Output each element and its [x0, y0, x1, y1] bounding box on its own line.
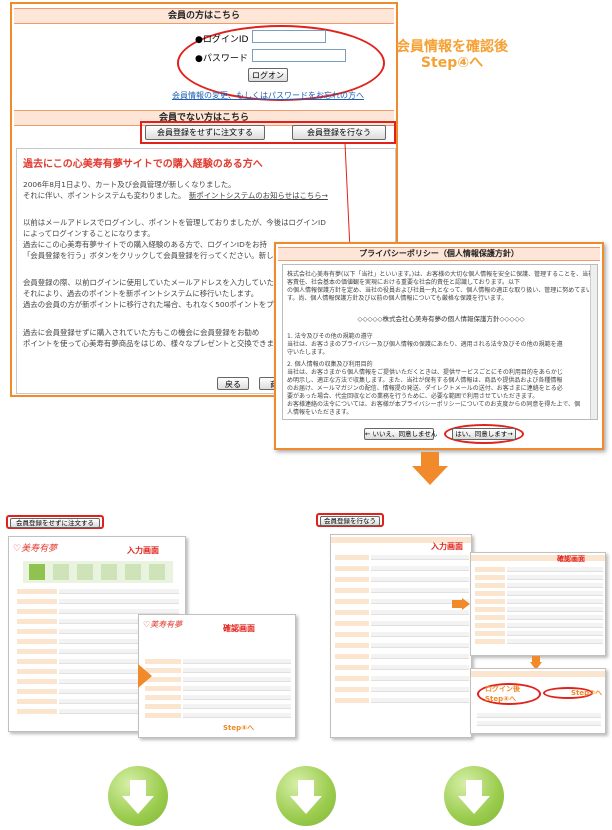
input-screen-label: 入力画面 — [127, 546, 159, 555]
policy-heading: ◇◇◇◇◇株式会社心美寿有夢の個人情報保護方針◇◇◇◇◇ — [357, 315, 525, 323]
bottom-left-confirm-screenshot: ♡美寿有夢 確認画面 Step④へ — [138, 614, 296, 738]
privacy-policy-popup: プライバシーポリシー（個人情報保護方針） 株式会社心美寿有夢(以下「当社」といい… — [274, 242, 604, 450]
notice-line: 過去の会員の方が新ポイントに移行された場合、もれなく500ポイントをプレ — [23, 300, 282, 309]
notice-line: 会員登録の際、以前ログインに使用していたメールアドレスを入力していた — [23, 278, 274, 287]
notice-line: 過去にこの心美寿有夢サイトでの購入経験のある方で、ログインIDをお持 — [23, 240, 267, 249]
login-button[interactable]: ログオン — [248, 68, 288, 82]
privacy-line: め明示し、適正な方法で収集します。また、当社が保有する個人情報は、商品や提供品お… — [287, 377, 563, 384]
privacy-title: プライバシーポリシー（個人情報保護方針） — [278, 247, 600, 261]
member-info-change-link[interactable]: 会員情報の変更、もしくはパスワードをお忘れの方へ — [172, 91, 364, 100]
privacy-line: 2. 個人情報の収集及び利用目的 — [287, 361, 373, 368]
notice-line: 「会員登録を行う」ボタンをクリックして会員登録を行ってください。新しいロ — [23, 251, 289, 260]
privacy-line: 要があった場合、代金回収などの業務を行うために、必要な範囲で利用させていただきま… — [287, 393, 539, 400]
confirm-form-rows — [145, 659, 291, 729]
notice-line: ポイントを使って心美寿有夢商品をはじめ、様々なプレゼントと交換できま — [23, 339, 274, 348]
notice-line: 以前はメールアドレスでログインし、ポイントを管理しておりましたが、今後はログイン… — [23, 218, 326, 227]
login-callout-line2: Step④へ — [420, 55, 484, 71]
notice-line: それにより、過去のポイントを新ポイントシステムに移行いたします。 — [23, 289, 259, 298]
agree-button[interactable]: はい、同意します→ — [452, 428, 516, 440]
notice-line: によってログインすることになります。 — [23, 229, 155, 238]
notice-line: 過去に会員登録せずに購入されていた方もこの機会に会員登録をお勧め — [23, 328, 260, 337]
next-step-arrow-icon — [276, 766, 336, 826]
privacy-line: 当社は、お客さまのプライバシー及び個人情報の保護にあたり、適用される法令及びその… — [287, 341, 563, 348]
bottom-right-complete-screenshot: ログイン後 Step④へ Step②へ — [470, 668, 606, 734]
notice-title: 過去にこの心美寿有夢サイトでの購入経験のある方へ — [23, 159, 263, 170]
bottom-right-register-button[interactable]: 会員登録を行なう — [320, 516, 380, 526]
step2-label: Step②へ — [571, 689, 603, 697]
login-highlight-ellipse — [177, 25, 385, 101]
password-input[interactable] — [252, 49, 346, 62]
login-id-input[interactable] — [252, 30, 326, 43]
step2-highlight — [543, 687, 593, 699]
register-input-screen-label: 入力画面 — [431, 542, 463, 551]
guest-buttons-highlight — [140, 121, 396, 144]
privacy-scrollbar[interactable] — [590, 265, 597, 419]
login-highlight-ellipse — [477, 683, 541, 705]
down-arrow-icon — [530, 656, 542, 670]
privacy-line: 当社は、お客さまから個人情報をご提供いただくときは、提供サービスごとにその利用目… — [287, 369, 563, 376]
privacy-line: お客様連絡の法令については、お客様が本プライバシーポリシーについてのお支度からの… — [287, 401, 581, 408]
login-callout-line1: 会員情報を確認後 — [396, 39, 508, 55]
down-arrow-icon — [412, 452, 448, 485]
register-confirm-screen-label: 確認画面 — [557, 555, 585, 563]
login-id-label: ●ログインID — [195, 35, 249, 45]
input-form-rows — [17, 589, 181, 729]
privacy-text-area[interactable]: 株式会社心美寿有夢(以下「当社」といいます。)は、お客様の大切な個人情報を安全に… — [282, 264, 598, 420]
login-callout: 会員情報を確認後 Step④へ — [377, 39, 527, 71]
shop-logo-icon: ♡美寿有夢 — [13, 544, 58, 554]
privacy-line: 株式会社心美寿有夢(以下「当社」といいます。)は、お客様の大切な個人情報を安全に… — [287, 271, 598, 278]
login-page-screenshot: 会員の方はこちら ●ログインID ●パスワード ログオン 会員情報を確認後 St… — [10, 2, 508, 397]
disagree-button[interactable]: ← いいえ、同意しません — [364, 428, 438, 440]
bottom-left-order-button[interactable]: 会員登録をせずに注文する — [10, 518, 100, 528]
next-step-arrow-icon — [444, 766, 504, 826]
confirm-screen-label: 確認画面 — [223, 624, 255, 633]
order-without-register-button[interactable]: 会員登録をせずに注文する — [145, 125, 265, 140]
bottom-left-tag: 会員登録をせずに注文する — [6, 515, 104, 529]
notice-line: それに伴い、ポイントシステムも変わりました。 — [23, 191, 186, 200]
privacy-line: のお届け、メールマガジンの配信、情報提の発送、ダイレクトメールの送付、お客さまに… — [287, 385, 563, 392]
register-confirm-rows — [475, 567, 603, 653]
privacy-line: 人情報をいただきます。 — [287, 409, 353, 416]
notice-line: 2006年8月1日より、カート及び会員管理が新しくなりました。 — [23, 180, 236, 189]
password-label: ●パスワード — [195, 54, 248, 64]
privacy-line: 守いたします。 — [287, 349, 329, 356]
step-arrow-icon — [138, 664, 152, 688]
member-section-header: 会員の方はこちら — [14, 8, 394, 24]
notice-box: 過去にこの心美寿有夢サイトでの購入経験のある方へ 2006年8月1日より、カート… — [16, 148, 396, 394]
after-login-label: ログイン後 — [485, 685, 520, 693]
privacy-line: の個人情報保護方針を定め、当社の役員および社員一丸となって、個人情報の適正な取り… — [287, 287, 598, 294]
progress-steps — [23, 561, 173, 583]
shop-logo-icon: ♡美寿有夢 — [143, 620, 183, 629]
privacy-line: 客責任、社会基本の価値観を実現における重要な社会的責任と認識しております。以下 — [287, 279, 521, 286]
next-step-arrow-icon — [108, 766, 168, 826]
bottom-right-input-screenshot: 入力画面 — [330, 534, 472, 738]
step4-label: Step④へ — [223, 724, 255, 732]
agree-highlight-ellipse — [444, 424, 524, 444]
register-button[interactable]: 会員登録を行なう — [292, 125, 386, 140]
bottom-right-tag: 会員登録を行なう — [316, 513, 384, 527]
back-button[interactable]: 戻る — [217, 377, 249, 390]
privacy-line: 1. 法令及びその他の規範の遵守 — [287, 333, 373, 340]
privacy-line: す。尚、個人情報保護方針及び以前の個人情報についても厳格な保護を行います。 — [287, 295, 508, 302]
step4-label: Step④へ — [485, 695, 517, 703]
register-form-rows — [335, 555, 469, 733]
bottom-right-confirm-screenshot: 確認画面 — [470, 552, 606, 656]
step-arrow-icon — [452, 598, 470, 610]
new-point-system-link[interactable]: 新ポイントシステムのお知らせはこちら→ — [189, 191, 328, 200]
